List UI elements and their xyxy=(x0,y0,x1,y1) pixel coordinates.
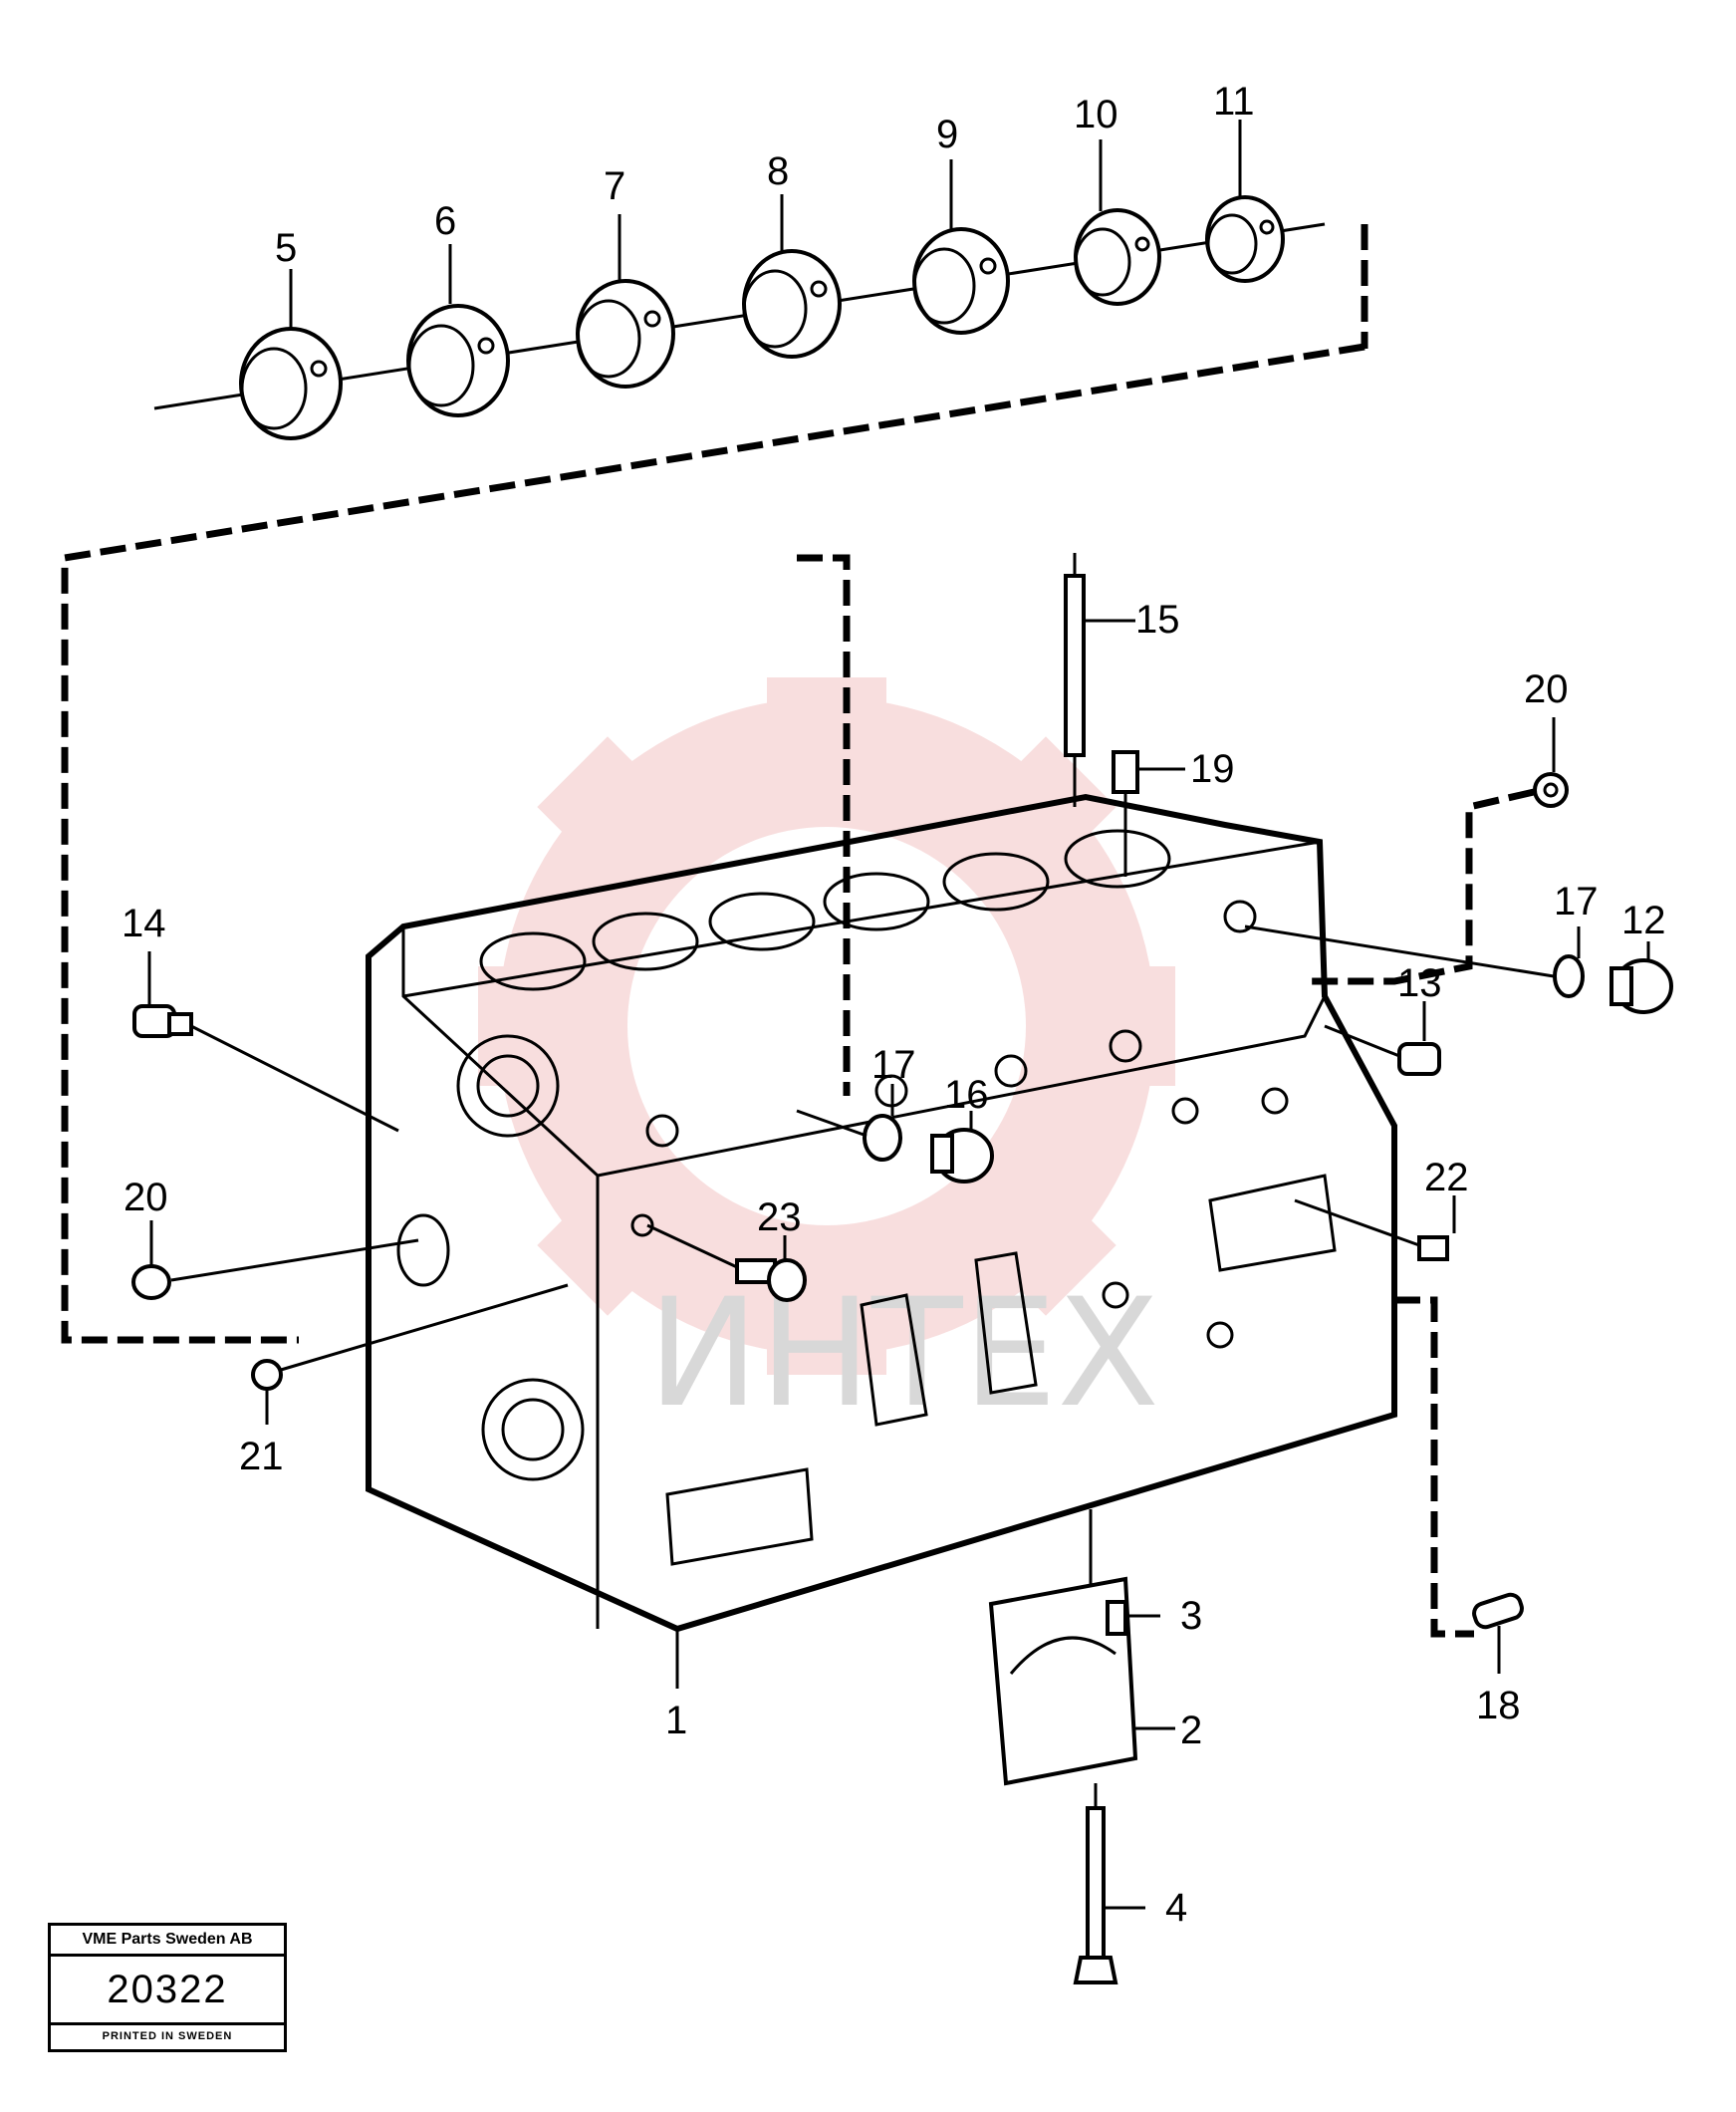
part-17-washer-right xyxy=(1553,926,1585,998)
drawing-number: 20322 xyxy=(107,1968,228,2011)
part-4-bolt xyxy=(1073,1783,1145,1984)
bearing-shell-7 xyxy=(576,279,675,389)
part-3-dowel-pin xyxy=(1106,1600,1160,1636)
bearing-shell-9 xyxy=(912,227,1010,335)
printed-note: PRINTED IN SWEDEN xyxy=(51,2022,284,2049)
part-20-plug-right xyxy=(1533,717,1569,808)
dash-line-16 xyxy=(797,554,851,1096)
callout-6: 6 xyxy=(434,199,456,243)
watermark-gear-logo xyxy=(478,677,1175,1375)
callout-3: 3 xyxy=(1180,1594,1202,1638)
callout-17-right: 17 xyxy=(1554,880,1599,924)
callout-18: 18 xyxy=(1476,1684,1521,1727)
part-16-plug xyxy=(796,1109,994,1184)
bearing-shell-11 xyxy=(1205,195,1285,283)
callout-23: 23 xyxy=(757,1195,802,1239)
bearing-shell-8 xyxy=(742,249,842,359)
part-19-sleeve xyxy=(1112,750,1185,877)
company-name: VME Parts Sweden AB xyxy=(51,1926,284,1957)
engine-block xyxy=(366,793,1397,1633)
watermark-text: ИНТЕХ xyxy=(647,1267,1159,1441)
drawing-info-box: VME Parts Sweden AB 20322 PRINTED IN SWE… xyxy=(48,1923,287,2052)
callout-19: 19 xyxy=(1190,747,1235,791)
dash-line-18 xyxy=(1394,1296,1474,1638)
callout-12: 12 xyxy=(1621,899,1666,942)
part-17-washer-center xyxy=(863,1084,902,1162)
callout-13: 13 xyxy=(1397,961,1442,1005)
callout-5: 5 xyxy=(275,226,297,270)
callout-16: 16 xyxy=(944,1073,989,1117)
bearing-shells xyxy=(239,195,1285,440)
callout-8: 8 xyxy=(767,149,789,193)
bearing-leaders xyxy=(289,120,1242,329)
callout-7: 7 xyxy=(604,164,625,208)
part-23-screw xyxy=(646,1223,807,1302)
callout-labels: 1 2 3 4 5 6 7 8 9 10 11 12 13 14 15 16 1… xyxy=(122,80,1666,1930)
part-20-plug-left xyxy=(131,1220,419,1300)
part-15-dowel-tube xyxy=(1064,553,1135,807)
callout-2: 2 xyxy=(1180,1709,1202,1752)
callout-15: 15 xyxy=(1135,598,1180,642)
callout-21: 21 xyxy=(239,1435,284,1478)
part-13-stud xyxy=(1324,1001,1441,1076)
callout-14: 14 xyxy=(122,902,166,945)
callout-4: 4 xyxy=(1165,1886,1187,1930)
part-21-plug xyxy=(251,1283,569,1425)
bearing-shell-6 xyxy=(406,304,510,417)
part-12-plug xyxy=(1244,924,1673,1014)
part-14-bolt xyxy=(132,951,399,1133)
callout-10: 10 xyxy=(1074,93,1118,136)
callout-11: 11 xyxy=(1213,80,1255,124)
callout-9: 9 xyxy=(936,113,958,156)
part-2-bearing-cap xyxy=(988,1509,1175,1786)
bearing-shell-10 xyxy=(1074,208,1161,306)
dash-line-20-right xyxy=(1305,788,1535,985)
callout-22: 22 xyxy=(1424,1156,1469,1199)
callout-17-center: 17 xyxy=(871,1043,916,1087)
assembly-dashed-outline xyxy=(61,224,1368,1344)
bearing-shell-5 xyxy=(239,327,343,440)
callout-20-right: 20 xyxy=(1524,667,1569,711)
callout-20-left: 20 xyxy=(124,1176,168,1219)
part-18-dowel xyxy=(1472,1592,1524,1674)
part-22-screw xyxy=(1294,1195,1456,1261)
callout-1: 1 xyxy=(665,1699,687,1742)
